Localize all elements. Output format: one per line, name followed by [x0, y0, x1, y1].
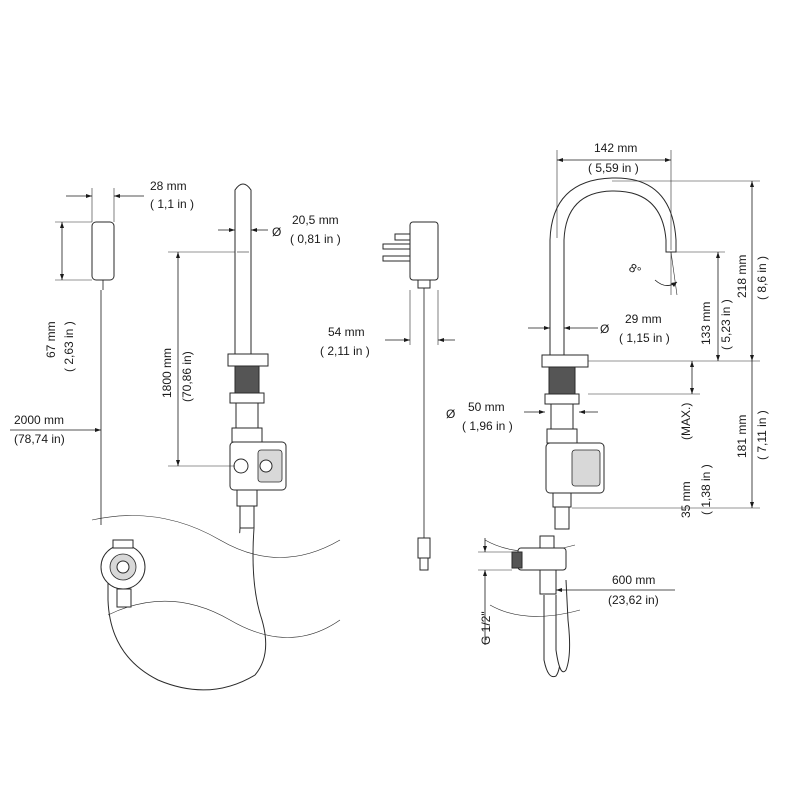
dim-gooseneck-reach: 142 mm ( 5,59 in ): [556, 141, 672, 250]
max-deck-note: (MAX.): [679, 403, 693, 440]
dim-below-deck: 181 mm ( 7,11 in ): [572, 361, 769, 509]
neck-diameter-mm: 29 mm: [625, 312, 662, 326]
below-deck-mm: 181 mm: [735, 415, 749, 458]
hose-loop-left: [91, 515, 341, 691]
adapter-width-mm: 54 mm: [328, 325, 365, 339]
spout-diameter-mm: 20,5 mm: [292, 213, 339, 227]
dim-spout-clearance: 133 mm ( 5,23 in ): [676, 251, 733, 361]
neck-diameter-in: ( 1,15 in ): [619, 331, 670, 345]
valve-marking-icon: ▮▮: [540, 558, 548, 565]
sensor-module: [91, 221, 115, 525]
gooseneck-faucet: [541, 177, 677, 530]
base-diameter-mm: 50 mm: [468, 400, 505, 414]
hose-loop-right: [484, 539, 581, 678]
dim-neck-diameter: Ø 29 mm ( 1,15 in ): [528, 312, 670, 345]
below-deck-in: ( 7,11 in ): [755, 410, 769, 460]
angle-valve: ▮▮: [511, 535, 567, 595]
straight-spout: [227, 183, 287, 529]
sensor-height-mm: 67 mm: [44, 321, 58, 358]
spout-diameter-symbol: Ø: [272, 225, 281, 239]
dim-sensor-width: 28 mm ( 1,1 in ): [66, 179, 194, 222]
max-deck-in: ( 1,38 in ): [699, 464, 713, 515]
thread-size: G 1/2": [479, 611, 493, 645]
hose-length-in: (23,62 in): [608, 593, 659, 607]
total-height-mm: 218 mm: [735, 255, 749, 298]
max-deck-mm: 35 mm: [679, 481, 693, 518]
sensor-height-in: ( 2,63 in ): [62, 321, 76, 372]
dim-total-height: 218 mm ( 8,6 in ): [588, 180, 769, 362]
gooseneck-reach-in: ( 5,59 in ): [588, 161, 639, 175]
total-height-in: ( 8,6 in ): [755, 256, 769, 300]
spout-diameter-in: ( 0,81 in ): [290, 232, 341, 246]
dim-spout-angle: 8°: [627, 251, 678, 296]
dim-straight-length: 1800 mm (70,86 in): [160, 251, 235, 467]
base-diameter-symbol: Ø: [446, 407, 455, 421]
straight-length-mm: 1800 mm: [160, 348, 174, 398]
dim-thread: G 1/2": [478, 538, 512, 645]
sensor-width-mm: 28 mm: [150, 179, 187, 193]
dim-sensor-height: 67 mm ( 2,63 in ): [44, 221, 92, 372]
sensor-cable-in: (78,74 in): [14, 432, 65, 446]
dim-adapter-width: 54 mm ( 2,11 in ): [320, 290, 455, 358]
base-diameter-in: ( 1,96 in ): [462, 419, 513, 433]
hose-connector-left: [100, 539, 146, 608]
straight-length-in: (70,86 in): [180, 351, 194, 402]
gooseneck-reach-mm: 142 mm: [594, 141, 637, 155]
dim-base-diameter: Ø 50 mm ( 1,96 in ): [446, 400, 598, 433]
dim-sensor-cable: 2000 mm (78,74 in): [10, 413, 101, 446]
hose-length-mm: 600 mm: [612, 573, 655, 587]
power-adapter: [382, 221, 439, 571]
adapter-width-in: ( 2,11 in ): [320, 344, 370, 358]
spout-angle: 8°: [627, 260, 644, 278]
spout-clearance-in: ( 5,23 in ): [719, 299, 733, 350]
sensor-width-in: ( 1,1 in ): [150, 197, 194, 211]
sensor-cable-mm: 2000 mm: [14, 413, 64, 427]
dim-max-deck: (MAX.) 35 mm ( 1,38 in ): [588, 361, 713, 518]
spout-clearance-mm: 133 mm: [699, 302, 713, 345]
neck-diameter-symbol: Ø: [600, 322, 609, 336]
dim-spout-diameter: Ø 20,5 mm ( 0,81 in ): [218, 213, 341, 246]
dim-hose-length: 600 mm (23,62 in): [556, 573, 675, 607]
